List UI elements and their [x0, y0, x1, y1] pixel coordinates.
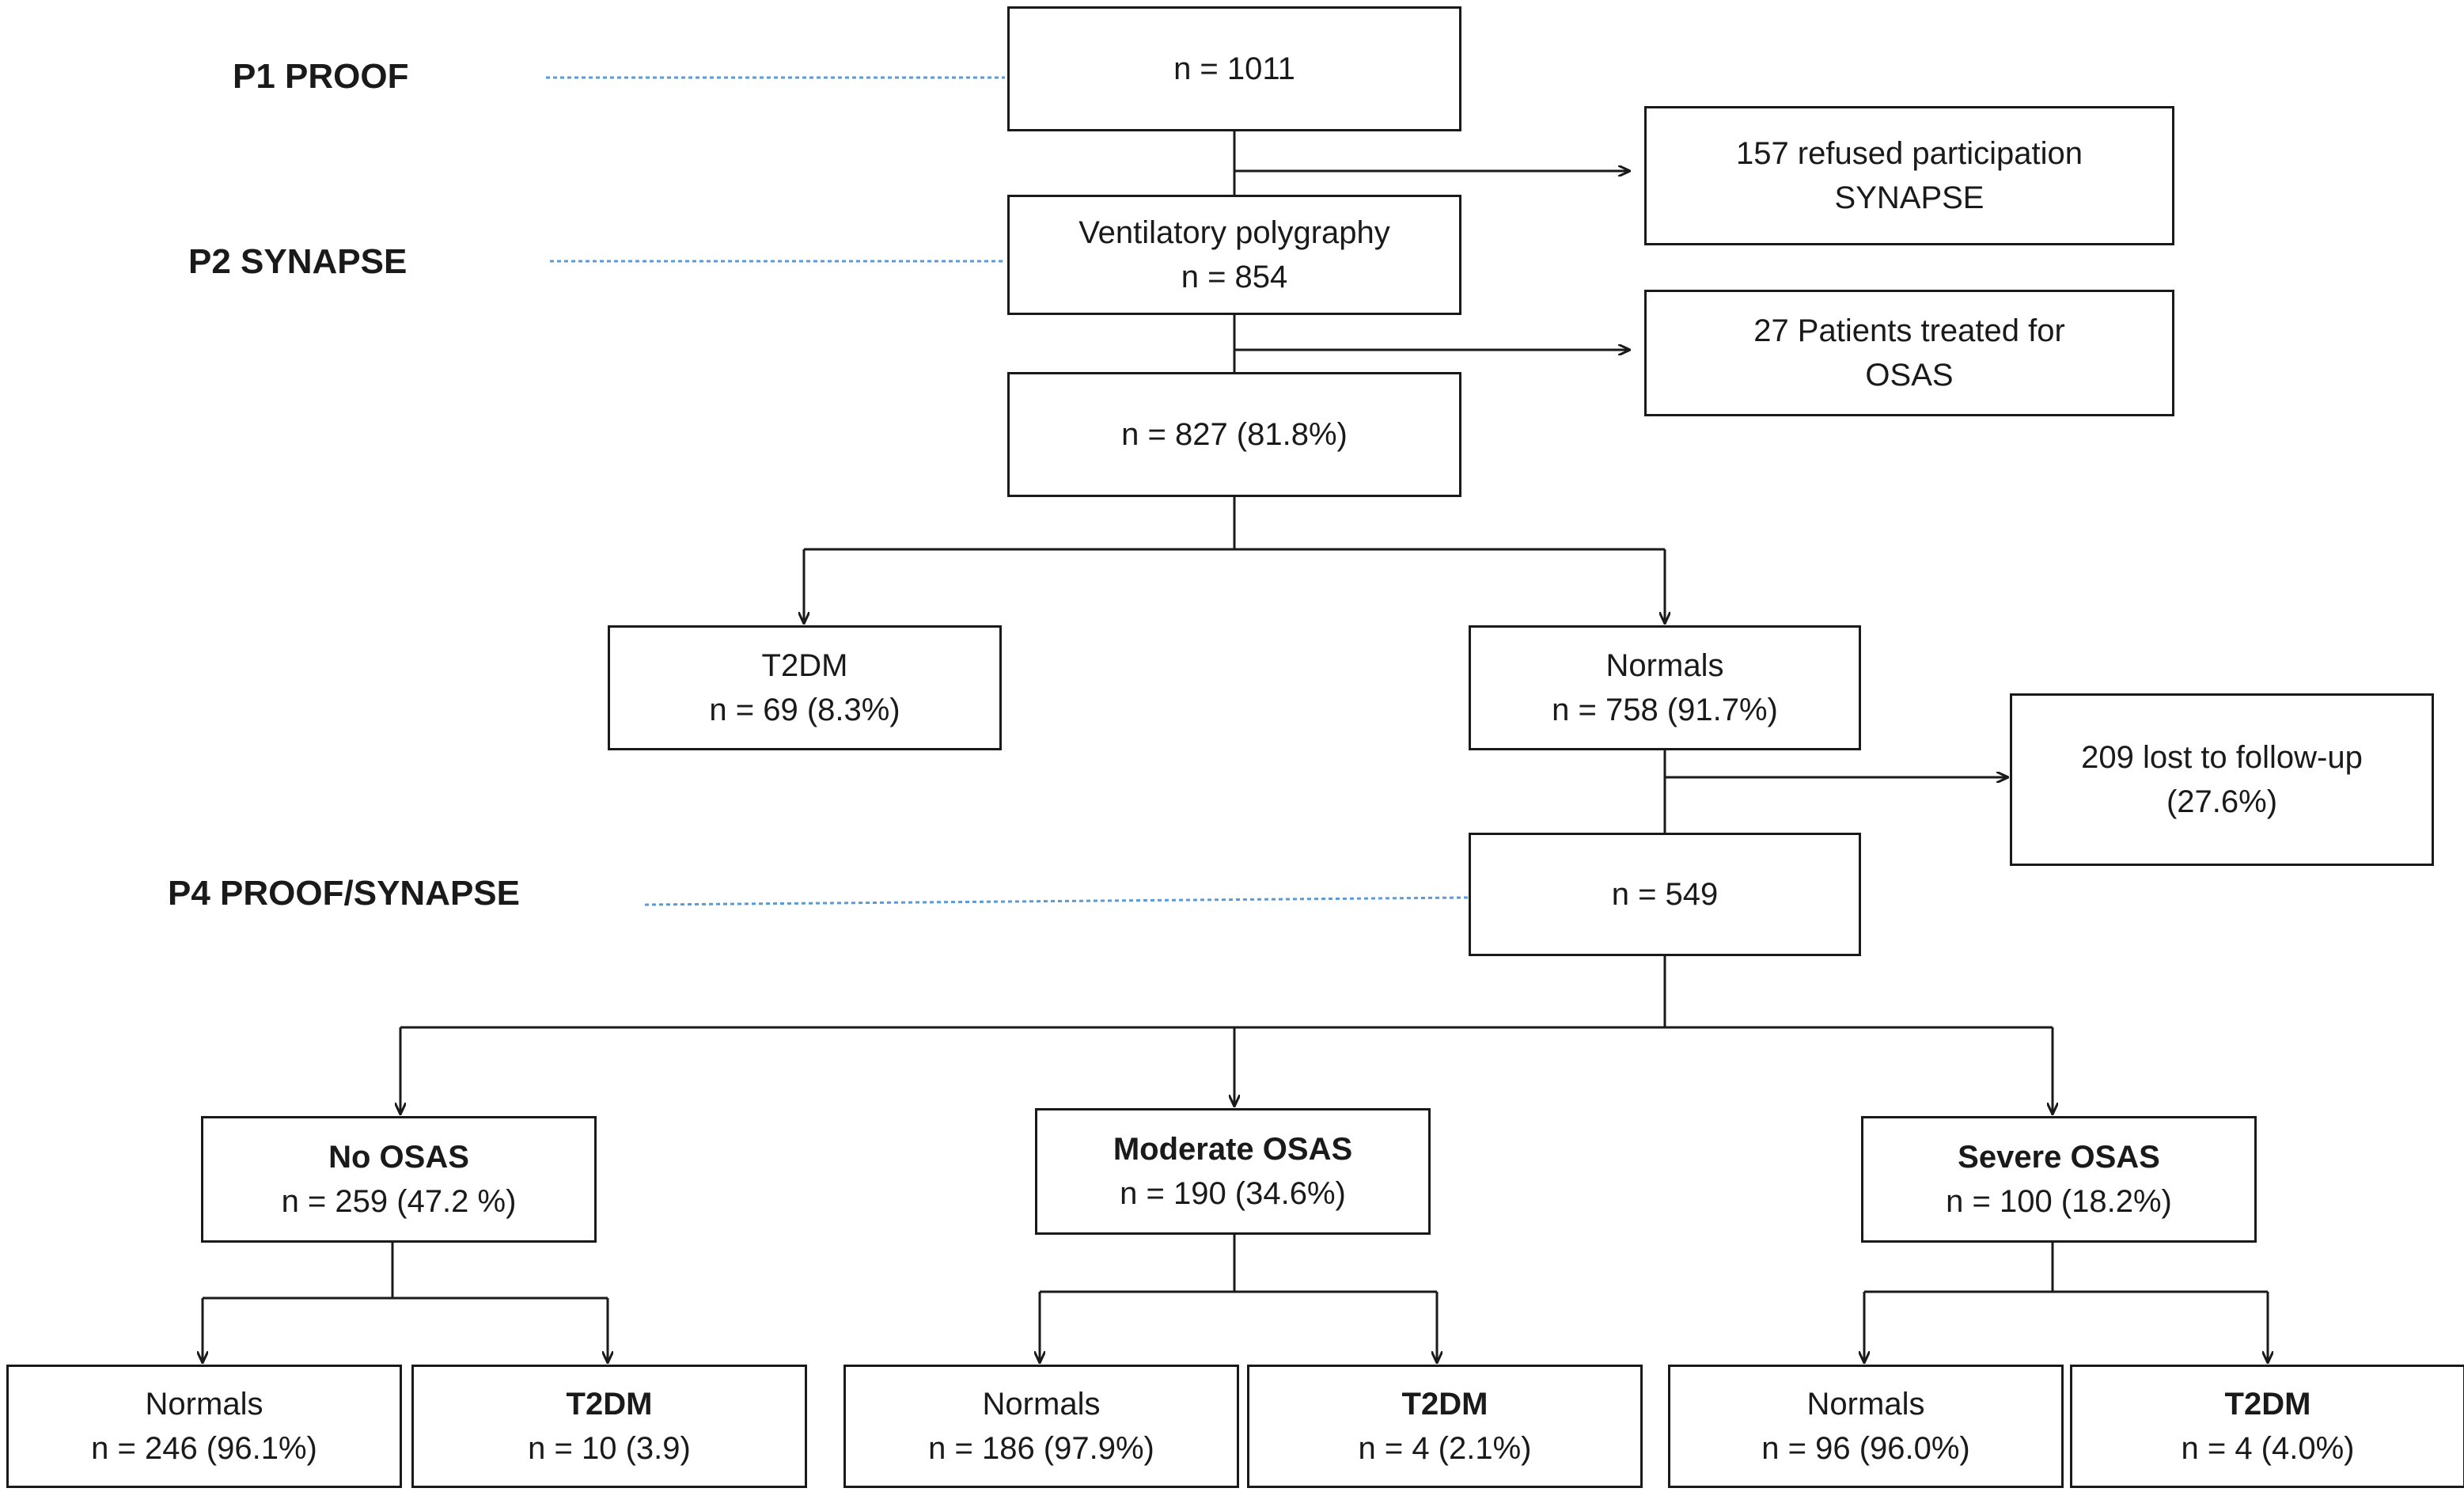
box-no-osas-normals-count: n = 246 (96.1%) — [91, 1431, 317, 1466]
box-no-osas-label: No OSAS — [328, 1140, 469, 1175]
box-moderate-osas: Moderate OSAS n = 190 (34.6%) — [1035, 1108, 1431, 1235]
box-severe-normals-count: n = 96 (96.0%) — [1761, 1431, 1970, 1466]
box-no-osas-normals: Normals n = 246 (96.1%) — [6, 1365, 402, 1488]
phase-dashed-connectors — [546, 76, 1469, 906]
box-moderate-t2dm-count: n = 4 (2.1%) — [1358, 1431, 1532, 1466]
box-no-osas-t2dm: T2DM n = 10 (3.9) — [411, 1365, 807, 1488]
box-lost: 209 lost to follow-up (27.6%) — [2010, 693, 2434, 866]
box-followup-count: n = 549 — [1611, 877, 1719, 912]
box-moderate-normals-label: Normals — [982, 1387, 1101, 1422]
box-no-osas-t2dm-label: T2DM — [566, 1387, 653, 1422]
box-no-osas-normals-label: Normals — [145, 1387, 263, 1422]
box-included: n = 827 (81.8%) — [1007, 372, 1461, 497]
phase-label-p2: P2 SYNAPSE — [188, 242, 408, 281]
box-treated-line1: 27 Patients treated for — [1753, 313, 2065, 348]
box-refused: 157 refused participation SYNAPSE — [1644, 106, 2174, 245]
box-moderate-t2dm-label: T2DM — [1401, 1387, 1488, 1422]
box-treated-line2: OSAS — [1865, 358, 1954, 393]
box-t2dm-baseline-label: T2DM — [761, 648, 848, 683]
solid-connectors — [203, 131, 2268, 1363]
phase-label-p4: P4 PROOF/SYNAPSE — [168, 874, 521, 913]
p4-dashed-connector — [644, 896, 1469, 906]
box-enrolled: n = 1011 — [1007, 6, 1461, 131]
box-t2dm-baseline: T2DM n = 69 (8.3%) — [608, 625, 1002, 750]
box-lost-line1: 209 lost to follow-up — [2081, 740, 2363, 775]
box-treated: 27 Patients treated for OSAS — [1644, 290, 2174, 416]
box-severe-osas: Severe OSAS n = 100 (18.2%) — [1861, 1116, 2257, 1243]
box-included-count: n = 827 (81.8%) — [1121, 417, 1348, 452]
box-moderate-normals-count: n = 186 (97.9%) — [928, 1431, 1154, 1466]
box-normals-baseline: Normals n = 758 (91.7%) — [1469, 625, 1861, 750]
box-normals-baseline-count: n = 758 (91.7%) — [1552, 693, 1778, 727]
box-severe-t2dm-label: T2DM — [2224, 1387, 2311, 1422]
box-refused-line2: SYNAPSE — [1834, 180, 1984, 215]
box-polygraphy-count: n = 854 — [1181, 260, 1288, 294]
box-normals-baseline-label: Normals — [1605, 648, 1724, 683]
box-moderate-normals: Normals n = 186 (97.9%) — [843, 1365, 1239, 1488]
box-severe-osas-label: Severe OSAS — [1958, 1140, 2160, 1175]
box-severe-normals: Normals n = 96 (96.0%) — [1668, 1365, 2064, 1488]
box-severe-osas-count: n = 100 (18.2%) — [1946, 1184, 2172, 1219]
box-polygraphy: Ventilatory polygraphy n = 854 — [1007, 195, 1461, 315]
box-polygraphy-label: Ventilatory polygraphy — [1078, 215, 1390, 250]
box-moderate-t2dm: T2DM n = 4 (2.1%) — [1247, 1365, 1643, 1488]
phase-label-p1: P1 PROOF — [233, 57, 409, 96]
box-moderate-osas-count: n = 190 (34.6%) — [1120, 1176, 1346, 1211]
box-severe-normals-label: Normals — [1806, 1387, 1925, 1422]
box-lost-line2: (27.6%) — [2166, 784, 2278, 819]
box-moderate-osas-label: Moderate OSAS — [1113, 1132, 1353, 1167]
box-t2dm-baseline-count: n = 69 (8.3%) — [709, 693, 900, 727]
box-no-osas: No OSAS n = 259 (47.2 %) — [201, 1116, 597, 1243]
box-refused-line1: 157 refused participation — [1735, 136, 2083, 171]
box-severe-t2dm-count: n = 4 (4.0%) — [2181, 1431, 2355, 1466]
box-severe-t2dm: T2DM n = 4 (4.0%) — [2070, 1365, 2464, 1488]
box-followup: n = 549 — [1469, 833, 1861, 956]
box-no-osas-count: n = 259 (47.2 %) — [281, 1184, 517, 1219]
box-no-osas-t2dm-count: n = 10 (3.9) — [528, 1431, 691, 1466]
box-enrolled-count: n = 1011 — [1173, 51, 1295, 86]
